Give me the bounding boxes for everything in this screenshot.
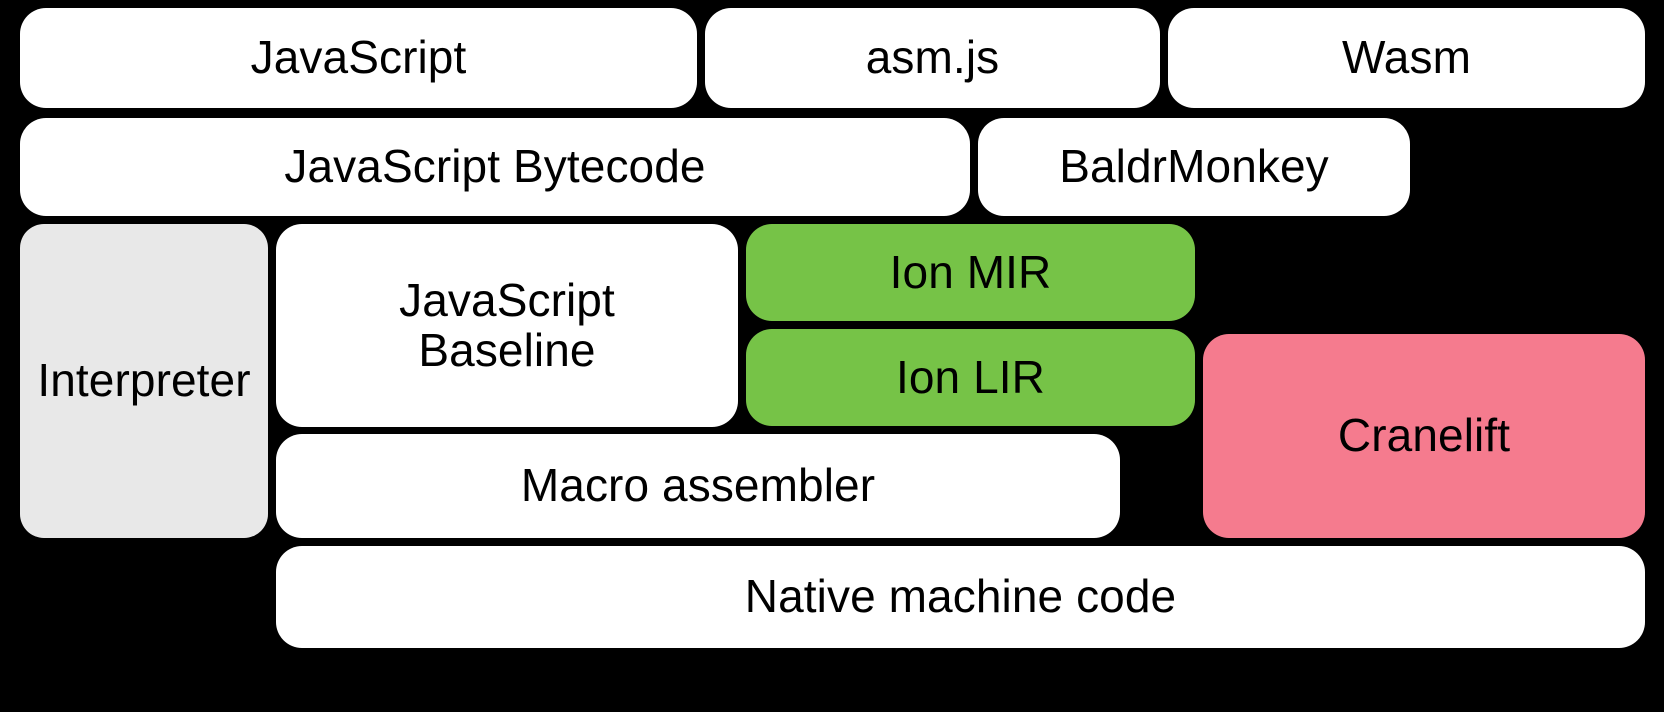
node-baldrmonkey: BaldrMonkey <box>978 118 1410 216</box>
node-javascript: JavaScript <box>20 8 697 108</box>
node-asm-js: asm.js <box>705 8 1160 108</box>
node-javascript-baseline: JavaScript Baseline <box>276 224 738 427</box>
node-interpreter: Interpreter <box>20 224 268 538</box>
node-ion-mir: Ion MIR <box>746 224 1195 321</box>
node-macro-assembler: Macro assembler <box>276 434 1120 538</box>
node-javascript-bytecode: JavaScript Bytecode <box>20 118 970 216</box>
node-ion-lir: Ion LIR <box>746 329 1195 426</box>
node-cranelift: Cranelift <box>1203 334 1645 538</box>
node-wasm: Wasm <box>1168 8 1645 108</box>
node-native-machine-code: Native machine code <box>276 546 1645 648</box>
